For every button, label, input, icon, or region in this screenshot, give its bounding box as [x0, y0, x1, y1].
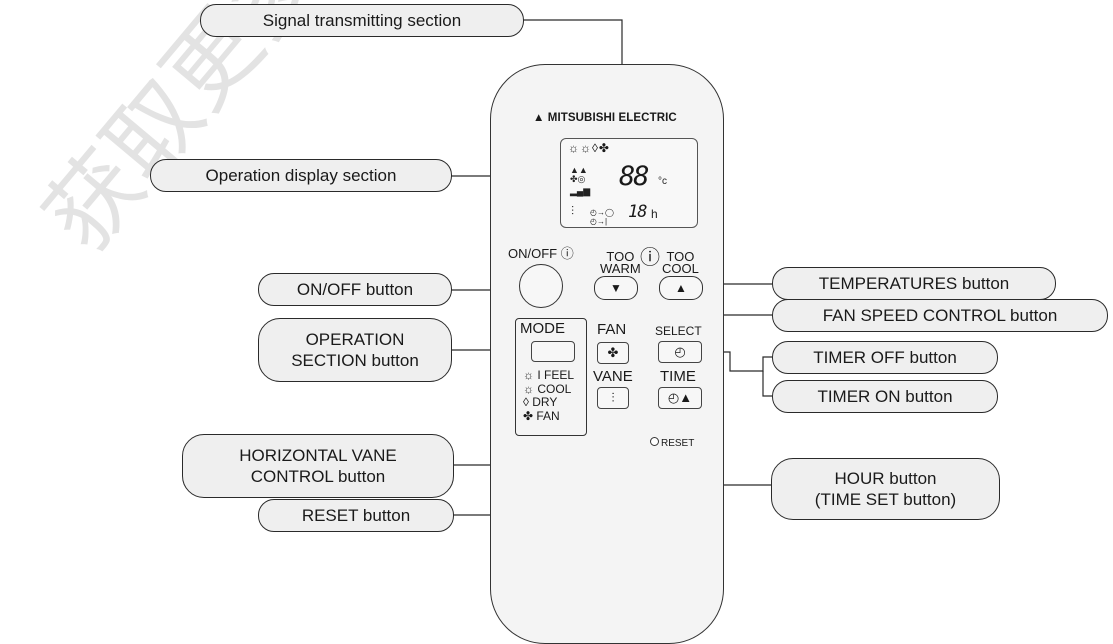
callout-signal-transmitting: Signal transmitting section: [200, 4, 524, 37]
vane-icon: ⫶: [611, 390, 615, 405]
hour-button[interactable]: ◴▲: [658, 387, 702, 409]
callout-operation-section-button: OPERATION SECTION button: [258, 318, 452, 382]
mode-item-ifeel: ☼ I FEEL: [523, 368, 575, 382]
display-temperature: 88: [619, 161, 649, 192]
callout-timer-on-button: TIMER ON button: [772, 380, 998, 413]
callout-hour-line1: HOUR button: [834, 469, 937, 488]
operation-display: [560, 138, 698, 228]
vane-label: VANE: [593, 368, 633, 385]
vane-button[interactable]: ⫶: [597, 387, 629, 409]
mode-label: MODE: [520, 320, 565, 337]
reset-button[interactable]: [650, 437, 659, 446]
select-label: SELECT: [655, 324, 702, 338]
callout-reset-button: RESET button: [258, 499, 454, 532]
time-label: TIME: [660, 368, 696, 385]
brand-mark-icon: ▲: [533, 112, 545, 124]
display-hours-unit: h: [651, 207, 658, 221]
callout-horizontal-vane-button: HORIZONTAL VANE CONTROL button: [182, 434, 454, 498]
callout-timer-off-button: TIMER OFF button: [772, 341, 998, 374]
callout-onoff-button: ON/OFF button: [258, 273, 452, 306]
mode-item-cool: ☼ COOL: [523, 381, 572, 396]
callout-temperatures-button: TEMPERATURES button: [772, 267, 1056, 300]
reset-label: RESET: [661, 438, 695, 449]
callout-hour-button: HOUR button (TIME SET button): [771, 458, 1000, 520]
display-vane-icon: ⫶: [571, 204, 575, 218]
callout-fan-speed-control-button: FAN SPEED CONTROL button: [772, 299, 1108, 332]
mode-item-dry: ◊ DRY: [523, 395, 558, 409]
mode-item-fan: ✤ FAN: [523, 408, 560, 423]
select-timer-button[interactable]: ◴: [658, 341, 702, 363]
fan-speed-button[interactable]: ✤: [597, 342, 629, 364]
triangle-up-icon: ▲: [675, 281, 687, 295]
clock-up-icon: ◴▲: [667, 390, 693, 405]
leader-timer-off: [706, 351, 772, 372]
callout-operation-line2: SECTION button: [291, 351, 419, 370]
callout-operation-display: Operation display section: [150, 159, 452, 192]
brand-logo: ▲ MITSUBISHI ELECTRIC: [533, 112, 677, 124]
mode-button[interactable]: [531, 341, 575, 362]
fan-label: FAN: [597, 321, 627, 338]
display-fan-icon: ▲▲✤◎: [570, 165, 588, 184]
mode-list: ☼ I FEEL ☼ COOL ◊ DRY ✤ FAN: [523, 368, 575, 423]
onoff-button[interactable]: [519, 264, 563, 308]
clock-icon: ◴: [674, 344, 686, 359]
triangle-down-icon: ▼: [610, 281, 622, 295]
display-hours: 18: [628, 202, 648, 222]
callout-horizontal-line2: CONTROL button: [250, 467, 386, 486]
display-timer-icon: ◴→◯◴→|: [590, 208, 614, 226]
onoff-label: ON/OFF ⓘ: [508, 246, 574, 261]
display-temp-unit: °c: [658, 176, 667, 187]
callout-operation-line1: OPERATION: [305, 330, 405, 349]
mode-section: [515, 318, 587, 436]
display-mode-icons: ☼☼◊✤: [568, 141, 610, 155]
callout-horizontal-line1: HORIZONTAL VANE: [239, 446, 397, 465]
temperature-up-button[interactable]: ▲: [659, 276, 703, 300]
fan-icon: ✤: [607, 345, 619, 360]
display-bars-icon: ▂▄▆: [570, 186, 591, 196]
brand-name: MITSUBISHI ELECTRIC: [547, 112, 677, 124]
leader-timer-on: [762, 371, 772, 397]
temperature-down-button[interactable]: ▼: [594, 276, 638, 300]
callout-hour-line2: (TIME SET button): [814, 490, 957, 509]
thermometer-icon: ⓘ: [640, 247, 660, 269]
leader-signal: [522, 19, 623, 64]
